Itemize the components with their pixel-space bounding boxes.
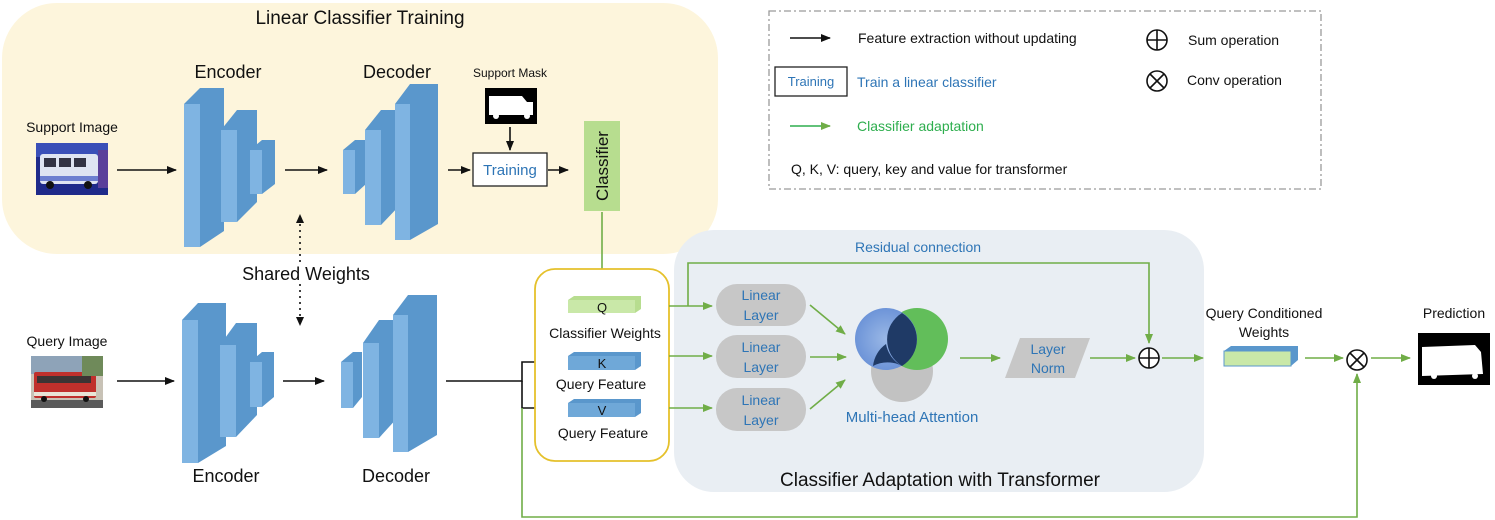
q-block — [568, 296, 641, 313]
legend-feature-extraction: Feature extraction without updating — [858, 30, 1077, 46]
legend-box — [768, 10, 1322, 190]
decoder-bottom-block — [341, 295, 437, 452]
shared-weights-label: Shared Weights — [242, 264, 370, 284]
legend-training-box-label: Training — [788, 74, 834, 89]
linear-layer-1 — [716, 284, 806, 326]
encoder-bottom-label: Encoder — [192, 466, 259, 486]
linear-layer-2 — [716, 335, 806, 378]
training-box — [472, 152, 548, 187]
shared-weights-arrowhead-up — [296, 214, 304, 223]
arrow-linear1-to-mha — [809, 304, 846, 335]
linear-layer-3-line2: Layer — [743, 412, 778, 428]
encoder-top-block — [184, 88, 275, 247]
encoder-top-label: Encoder — [194, 62, 261, 82]
classifier-block — [584, 121, 620, 211]
query-feature-to-conv-line — [521, 373, 1361, 518]
support-mask-thumbnail — [485, 88, 537, 124]
title-adaptation: Classifier Adaptation with Transformer — [780, 470, 1101, 491]
support-image-thumbnail — [36, 143, 108, 195]
linear-layer-3-line1: Linear — [742, 392, 781, 408]
classifier-weights-label: Classifier Weights — [549, 325, 661, 341]
qcw-line2: Weights — [1239, 324, 1289, 340]
encoder-bottom-block — [182, 303, 274, 463]
prediction-mask — [1418, 333, 1490, 385]
legend-sum-icon — [1146, 29, 1168, 51]
support-mask-label: Support Mask — [473, 66, 548, 80]
title-linear-training: Linear Classifier Training — [255, 8, 464, 29]
linear-layer-2-line1: Linear — [742, 339, 781, 355]
legend-conv-icon — [1146, 70, 1168, 92]
decoder-top-block — [343, 84, 438, 240]
linear-layer-3 — [716, 388, 806, 431]
q-label: Q — [597, 300, 607, 315]
legend-train-linear: Train a linear classifier — [857, 74, 997, 90]
adaptation-panel — [674, 230, 1204, 492]
legend-sum-label: Sum operation — [1188, 32, 1279, 48]
k-label: K — [598, 356, 607, 371]
layer-norm-line2: Norm — [1031, 360, 1065, 376]
support-image-label: Support Image — [26, 119, 118, 135]
residual-label: Residual connection — [855, 239, 981, 255]
training-box-label: Training — [483, 162, 537, 179]
residual-connection-line — [687, 262, 1153, 344]
legend-conv-label: Conv operation — [1187, 72, 1282, 88]
sum-operator — [1138, 347, 1160, 369]
v-block — [568, 399, 641, 417]
linear-training-panel — [2, 3, 718, 254]
decoder-top-label: Decoder — [363, 62, 431, 82]
legend-classifier-adaptation: Classifier adaptation — [857, 118, 984, 134]
classifier-label: Classifier — [593, 131, 612, 201]
k-block — [568, 352, 641, 370]
layer-norm-line1: Layer — [1030, 341, 1065, 357]
prediction-label: Prediction — [1423, 305, 1485, 321]
shared-weights-arrowhead-down — [296, 317, 304, 326]
linear-layer-1-line2: Layer — [743, 307, 778, 323]
mha-label: Multi-head Attention — [846, 409, 979, 426]
decoder-bottom-label: Decoder — [362, 466, 430, 486]
query-image-label: Query Image — [27, 333, 108, 349]
linear-layer-2-line2: Layer — [743, 359, 778, 375]
legend-training-box — [774, 66, 848, 97]
conv-operator — [1346, 349, 1368, 371]
qcw-block — [1223, 346, 1298, 367]
layer-norm-block — [1005, 338, 1090, 378]
query-feature-v-label: Query Feature — [558, 425, 648, 441]
multi-head-attention-venn — [855, 308, 948, 402]
v-label: V — [598, 403, 607, 418]
query-feature-k-label: Query Feature — [556, 376, 646, 392]
linear-layer-1-line1: Linear — [742, 287, 781, 303]
arrow-linear3-to-mha — [809, 379, 846, 410]
legend-qkv: Q, K, V: query, key and value for transf… — [791, 161, 1068, 177]
shared-weights-label-bg — [240, 262, 370, 284]
qcw-line1: Query Conditioned — [1206, 305, 1323, 321]
query-image-thumbnail — [31, 356, 103, 408]
